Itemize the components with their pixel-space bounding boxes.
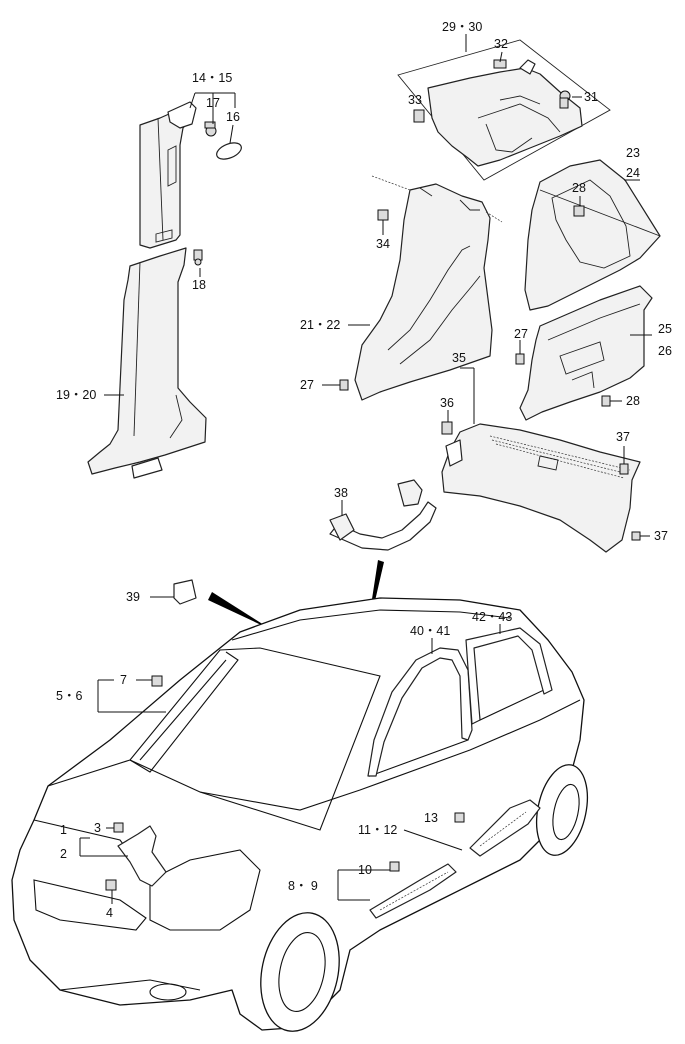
label-39: 39 bbox=[126, 590, 140, 604]
label-35: 35 bbox=[452, 351, 466, 365]
upper-pillar-trim bbox=[139, 101, 242, 249]
label-5-6: 5・6 bbox=[56, 689, 82, 703]
label-19-20: 19・20 bbox=[56, 388, 96, 402]
label-23: 23 bbox=[626, 146, 640, 160]
assist-grip bbox=[329, 479, 437, 551]
label-28-upper: 28 bbox=[572, 181, 586, 195]
a-pillar-leaders bbox=[97, 675, 166, 713]
label-13: 13 bbox=[424, 811, 438, 825]
label-32: 32 bbox=[494, 37, 508, 51]
front-panel-1-4 bbox=[79, 822, 167, 904]
label-17: 17 bbox=[206, 96, 220, 110]
upper-pillar-leaders bbox=[189, 92, 236, 144]
rear-end-trim bbox=[441, 367, 650, 553]
luggage-trim-25-26 bbox=[515, 285, 653, 421]
label-21-22: 21・22 bbox=[300, 318, 340, 332]
cap-39 bbox=[150, 579, 197, 605]
pointer-arrow-left bbox=[208, 592, 272, 630]
label-2: 2 bbox=[60, 847, 67, 861]
label-31: 31 bbox=[584, 90, 598, 104]
label-34: 34 bbox=[376, 237, 390, 251]
label-40-41: 40・41 bbox=[410, 624, 450, 638]
label-24: 24 bbox=[626, 166, 640, 180]
rear-pillar-trim-21-22 bbox=[322, 175, 503, 401]
door-opening-trims bbox=[367, 624, 553, 777]
label-4: 4 bbox=[106, 906, 113, 920]
label-18: 18 bbox=[192, 278, 206, 292]
car-body bbox=[11, 597, 588, 1032]
label-16: 16 bbox=[226, 110, 240, 124]
label-36: 36 bbox=[440, 396, 454, 410]
label-7: 7 bbox=[120, 673, 127, 687]
quarter-trim-23-24 bbox=[524, 159, 661, 311]
label-37-lower: 37 bbox=[654, 529, 668, 543]
label-27-upper: 27 bbox=[514, 327, 528, 341]
label-14-15: 14・15 bbox=[192, 71, 232, 85]
label-28-lower: 28 bbox=[626, 394, 640, 408]
label-10: 10 bbox=[358, 863, 372, 877]
label-11-12: 11・12 bbox=[358, 823, 397, 837]
label-33: 33 bbox=[408, 93, 422, 107]
label-29-30: 29・30 bbox=[442, 20, 482, 34]
label-26: 26 bbox=[658, 344, 672, 358]
callout-labels: 14・15 17 16 18 19・20 29・30 32 33 31 23 2… bbox=[56, 20, 672, 920]
label-42-43: 42・43 bbox=[472, 610, 512, 624]
label-27-lower: 27 bbox=[300, 378, 314, 392]
scuff-plates bbox=[337, 799, 541, 919]
label-1: 1 bbox=[60, 823, 67, 837]
label-37-upper: 37 bbox=[616, 430, 630, 444]
lower-pillar-trim bbox=[87, 247, 207, 479]
label-8-9: 8・ 9 bbox=[288, 879, 318, 893]
label-3: 3 bbox=[94, 821, 101, 835]
box-29-30 bbox=[397, 34, 611, 181]
label-38: 38 bbox=[334, 486, 348, 500]
label-25: 25 bbox=[658, 322, 672, 336]
